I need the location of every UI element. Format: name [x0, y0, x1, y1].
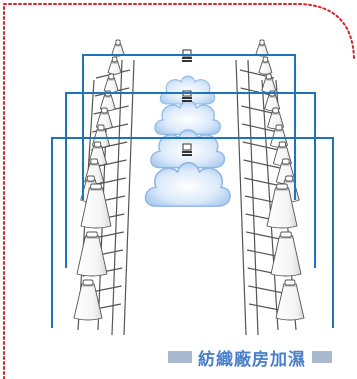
yarn-bobbin-icon [270, 231, 302, 277]
caption-text: 紡織廠房加濕 [192, 344, 312, 370]
yarn-bobbin-icon [99, 90, 116, 112]
humidification-pipes [51, 54, 334, 328]
yarn-bobbin-icon [111, 39, 125, 57]
pipe-back [82, 54, 296, 200]
yarn-bobbin-icon [107, 56, 122, 75]
yarn-bobbin-icon [261, 73, 277, 93]
yarn-bobbin-icon [73, 279, 103, 321]
mist-cloud-icon [159, 75, 216, 105]
humidifiers [144, 49, 231, 207]
creel-rung [244, 177, 282, 187]
creel-rung [242, 141, 279, 151]
dotted-border [3, 3, 355, 379]
yarn-bobbin-icon [275, 279, 305, 321]
yarn-bobbin-icon [103, 73, 119, 93]
mist-cloud-icon [144, 161, 231, 207]
yarn-bobbin-icon [266, 183, 298, 229]
creel-rung [243, 159, 281, 169]
pipe-front [51, 137, 334, 328]
creel-rung [241, 105, 277, 115]
pipe-middle [65, 92, 316, 268]
yarn-bobbin-icon [258, 56, 273, 75]
creel-rung [241, 123, 278, 133]
humidifier-nozzle-icon [182, 143, 192, 156]
yarn-bobbin-icon [255, 39, 269, 57]
yarn-bobbins [73, 39, 305, 321]
diagram-caption: 紡織廠房加濕 [172, 344, 332, 370]
yarn-bobbin-icon [80, 183, 112, 229]
yarn-bobbin-icon [76, 231, 108, 277]
